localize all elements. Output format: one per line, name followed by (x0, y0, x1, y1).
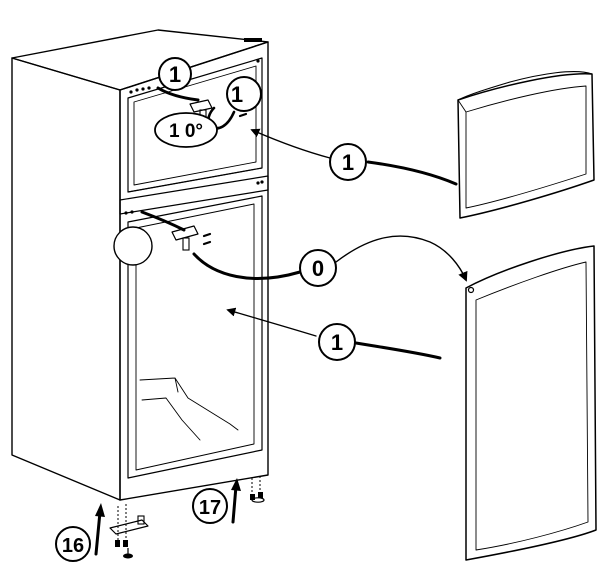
middle-hinge-assembly (140, 210, 212, 251)
cabinet-top-panel (11, 29, 269, 91)
step-17-arrow (231, 478, 241, 524)
crisper-drawer (139, 377, 239, 441)
freezer-inner-wall (133, 65, 257, 186)
angle-callout: 1 0° (154, 112, 218, 148)
middle-hinge-bracket (171, 225, 199, 241)
callout-step-17-label: 17 (199, 497, 221, 519)
middle-screws (202, 232, 212, 246)
hinge-removal-arrow-top (156, 86, 200, 102)
fresh-food-door-outline (465, 245, 597, 561)
bottom-hinge-assembly (109, 476, 265, 559)
fresh-food-inner-wall (135, 203, 255, 471)
callout-step-16-label: 16 (62, 535, 84, 557)
door-hinge-hole (467, 286, 475, 294)
fridge-cabinet (11, 29, 269, 501)
bottom-right-screws (250, 476, 265, 503)
middle-hinge-pin (182, 237, 190, 251)
cabinet-side-panel (11, 57, 121, 501)
step-16-arrow (94, 503, 105, 556)
callout-freezer-door-label: 1 (342, 150, 354, 175)
callout-top-left-label: 1 (169, 62, 181, 87)
compartment-divider (119, 175, 269, 215)
empty-callout-circle (113, 226, 153, 266)
middle-hinge-removal-line (140, 210, 186, 232)
freezer-door-arrow (250, 128, 331, 159)
callout-top-right-label: 1 (231, 82, 243, 107)
hinge-transfer-arrow-left (192, 252, 302, 280)
freezer-bottom-edge (127, 167, 263, 193)
callout-freezer-door: 1 (329, 143, 367, 181)
hinge-transfer-arrow-right (335, 235, 468, 282)
callout-middle-hinge: 0 (299, 249, 337, 287)
top-badge (244, 38, 262, 42)
callout-fresh-food-door: 1 (318, 323, 356, 361)
callout-step-16: 16 (55, 526, 91, 562)
callout-middle-hinge-label: 0 (312, 256, 324, 281)
freezer-door-corner (457, 99, 467, 113)
freezer-door (457, 71, 595, 219)
freezer-door-inner-edge (465, 85, 587, 209)
callout-step-17: 17 (192, 488, 228, 524)
bottom-left-hinge-plate (109, 504, 149, 559)
fresh-food-door-arrow-tail (354, 341, 442, 360)
fresh-food-door-inner-edge (475, 261, 589, 551)
callout-top-left: 1 (158, 57, 192, 91)
callout-top-right: 1 (226, 76, 262, 112)
angle-callout-label: 1 0° (169, 121, 203, 142)
callout-fresh-food-door-label: 1 (331, 330, 343, 355)
fresh-food-compartment (127, 195, 263, 479)
fresh-food-door (465, 245, 597, 561)
fresh-food-door-arrow (226, 307, 317, 337)
freezer-door-top-face (457, 71, 593, 101)
fresh-food-hinge-dots (124, 180, 264, 215)
freezer-door-arrow-tail (366, 160, 458, 186)
cabinet-front-frame (119, 41, 269, 501)
freezer-hinge-dots (129, 59, 260, 94)
freezer-door-outline (457, 73, 595, 219)
freezer-hinge-bracket (189, 99, 213, 113)
